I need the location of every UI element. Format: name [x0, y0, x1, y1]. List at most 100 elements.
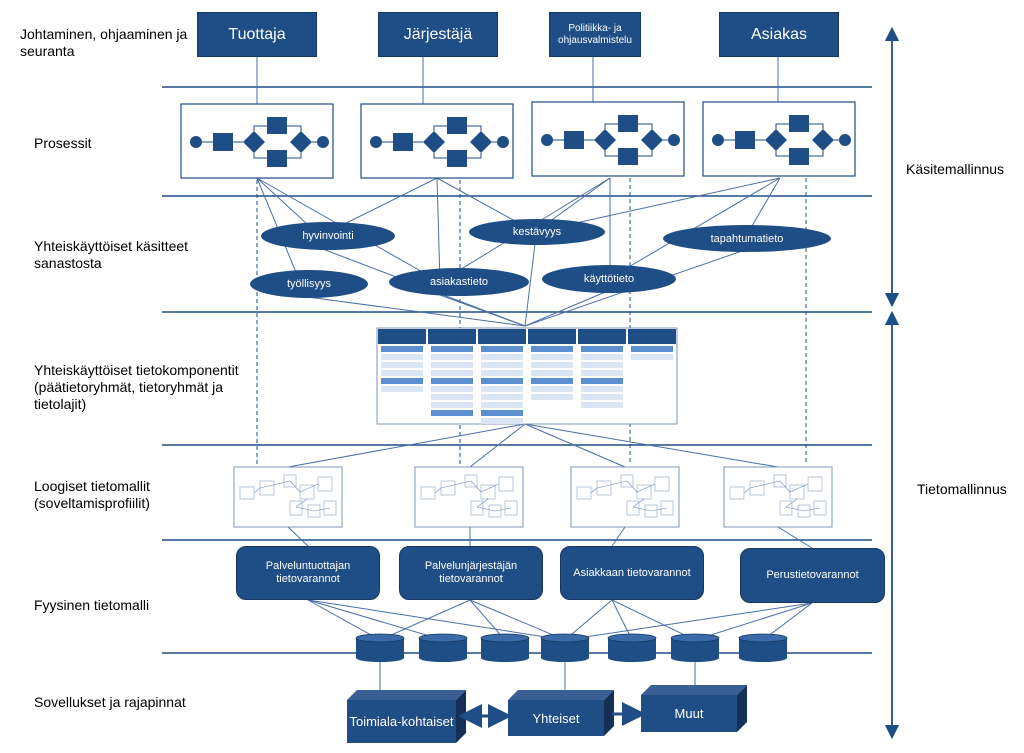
logical-model-box — [233, 466, 343, 528]
logical-model-diagrams — [233, 466, 833, 528]
entity-box — [440, 480, 456, 496]
entity-box — [317, 476, 333, 492]
table-column-header — [478, 329, 526, 344]
process-task — [447, 117, 467, 134]
repository-db-connectors — [307, 599, 813, 641]
concept-kayttotieto: käyttötieto — [542, 265, 676, 293]
layer-label-physical: Fyysinen tietomalli — [34, 597, 150, 613]
table-cell — [581, 394, 623, 400]
table-cell — [531, 378, 573, 384]
concept-asiakastieto: asiakastieto — [389, 268, 529, 296]
process-box — [360, 103, 514, 179]
layer-label-concepts: Yhteiskäyttöiset käsitteet sanastosta — [34, 238, 189, 271]
table-cell — [431, 394, 473, 400]
side-label-concept-modeling: Käsitemallinnus — [906, 161, 1005, 177]
process-gateway — [470, 131, 492, 153]
logical-repository-connectors — [287, 526, 813, 549]
side-label-data-modeling: Tietomallinnus — [917, 481, 1007, 497]
table-cell — [481, 418, 523, 424]
entity-box — [789, 484, 805, 500]
table-cell — [581, 362, 623, 368]
table-cell — [581, 378, 623, 384]
concept-tapahtumatieto: tapahtumatieto — [663, 225, 831, 252]
process-gateway — [812, 129, 834, 151]
entity-box — [480, 484, 496, 500]
database-icon — [670, 633, 720, 662]
table-cell — [481, 378, 523, 384]
component-table — [376, 327, 678, 425]
table-column-header — [628, 329, 676, 344]
logical-model-box — [723, 466, 833, 528]
table-cell — [431, 354, 473, 360]
app-yhteiset: Yhteiset — [532, 710, 580, 726]
component-logical-connectors — [287, 423, 779, 468]
logical-model-box — [414, 466, 524, 528]
repo-palveluntuottaja: Palveluntuottajan tietovarannot — [236, 546, 380, 600]
table-cell — [531, 394, 573, 400]
table-cell — [431, 410, 473, 416]
process-start-event — [541, 134, 553, 146]
repo-asiakas: Asiakkaan tietovarannot — [560, 546, 704, 600]
entity-box — [259, 480, 275, 496]
layer-label-logical: Loogiset tietomallit (soveltamisprofiili… — [34, 478, 150, 511]
layer-label-applications: Sovellukset ja rajapinnat — [34, 694, 186, 710]
process-task — [789, 115, 809, 132]
table-cell — [631, 346, 673, 352]
process-end-event — [317, 136, 329, 148]
entity-box — [498, 476, 514, 492]
process-task — [618, 115, 638, 132]
table-cell — [531, 354, 573, 360]
table-column-header — [528, 329, 576, 344]
table-cell — [581, 386, 623, 392]
process-task — [393, 133, 413, 151]
process-gateway — [594, 129, 616, 151]
repo-palvelunjarjestaja: Palvelunjärjestäjän tietovarannot — [399, 546, 543, 600]
layer-label-processes: Prosessit — [34, 135, 92, 151]
table-cell — [531, 370, 573, 376]
process-end-event — [839, 134, 851, 146]
process-task — [213, 133, 233, 151]
process-start-event — [712, 134, 724, 146]
role-politiikka: Politiikka- ja ohjausvalmistelu — [549, 12, 641, 57]
database-icon — [480, 633, 530, 662]
database-cylinders — [355, 633, 788, 662]
database-icon — [355, 633, 405, 662]
role-process-connectors — [256, 56, 779, 104]
table-cell — [481, 410, 523, 416]
process-gateway — [243, 131, 265, 153]
table-cell — [481, 346, 523, 352]
entity-box — [576, 486, 592, 500]
table-cell — [431, 362, 473, 368]
app-muut: Muut — [674, 706, 704, 721]
table-cell — [381, 354, 423, 360]
entity-box — [749, 480, 765, 496]
database-icon — [540, 633, 590, 662]
table-cell — [531, 362, 573, 368]
process-gateway — [765, 129, 787, 151]
table-cell — [481, 354, 523, 360]
table-cell — [381, 370, 423, 376]
entity-box — [239, 486, 255, 500]
table-cell — [481, 370, 523, 376]
db-app-connectors — [379, 662, 696, 690]
table-cell — [381, 346, 423, 352]
table-cell — [481, 402, 523, 408]
logical-model-box — [570, 466, 680, 528]
process-task — [735, 131, 755, 149]
entity-box — [636, 484, 652, 500]
table-cell — [431, 370, 473, 376]
database-icon — [418, 633, 468, 662]
layer-label-components: Yhteiskäyttöiset tietokomponentit (pääti… — [34, 362, 239, 412]
concept-kestavyys: kestävyys — [469, 219, 605, 245]
concept-tyollisyys: työllisyys — [250, 270, 368, 298]
table-cell — [431, 346, 473, 352]
process-gateway — [641, 129, 663, 151]
process-gateway — [423, 131, 445, 153]
entity-box — [420, 486, 436, 500]
process-start-event — [190, 136, 202, 148]
table-cell — [531, 346, 573, 352]
database-icon — [738, 633, 788, 662]
database-icon — [607, 633, 657, 662]
process-task — [564, 131, 584, 149]
